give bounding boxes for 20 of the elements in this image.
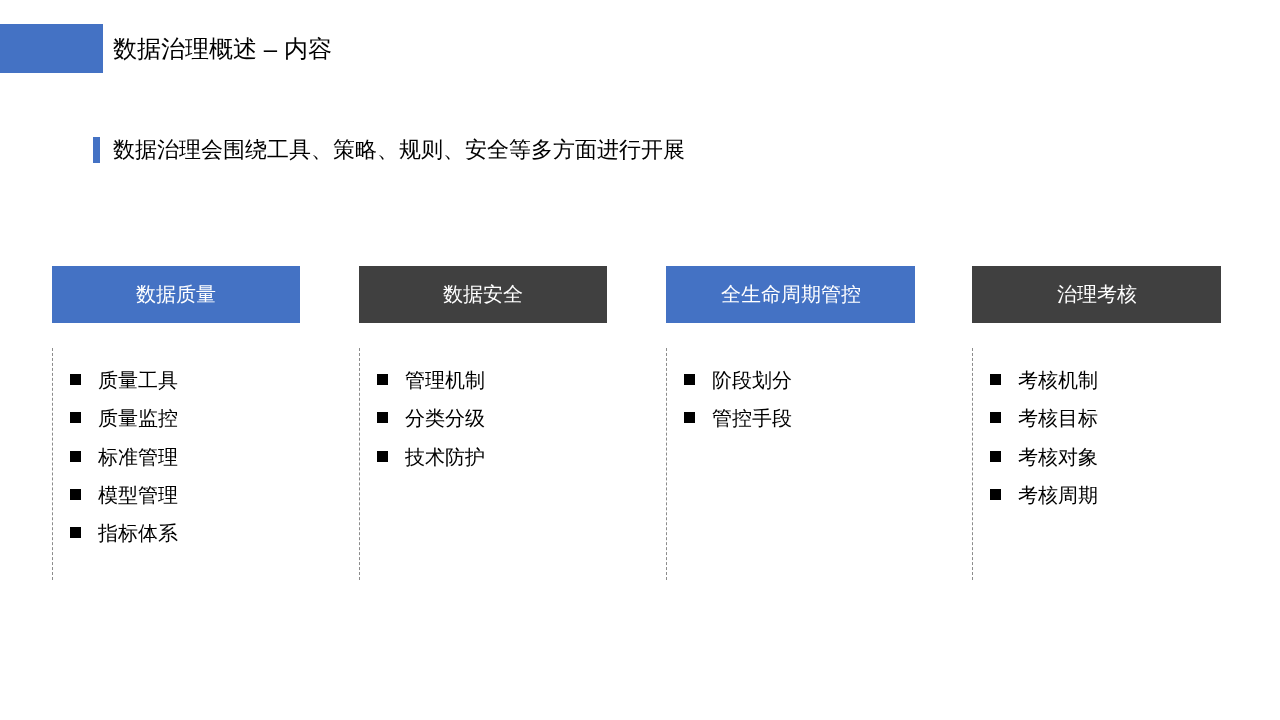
list-item-text: 模型管理 (98, 482, 178, 507)
column-header: 全生命周期管控 (666, 266, 915, 323)
column-header: 数据安全 (359, 266, 607, 323)
list-item-text: 质量监控 (98, 406, 178, 431)
list-item-text: 考核机制 (1018, 368, 1098, 392)
list-item-text: 质量工具 (98, 368, 178, 392)
slide-title: 数据治理概述 – 内容 (113, 34, 332, 64)
list-item-text: 指标体系 (98, 521, 178, 546)
list-item-text: 考核目标 (1018, 406, 1098, 431)
list-item-text: 阶段划分 (712, 368, 792, 392)
list-item-text: 考核周期 (1018, 482, 1098, 507)
list-item-text: 管控手段 (712, 406, 792, 431)
column-header: 治理考核 (972, 266, 1221, 323)
list-item-text: 管理机制 (405, 368, 485, 392)
list-item-text: 技术防护 (405, 444, 485, 469)
list-item-text: 考核对象 (1018, 444, 1098, 469)
subtitle-text: 数据治理会围绕工具、策略、规则、安全等多方面进行开展 (113, 136, 685, 164)
list-item-text: 分类分级 (405, 406, 485, 431)
column-header: 数据质量 (52, 266, 300, 323)
list-item-text: 标准管理 (98, 444, 178, 469)
